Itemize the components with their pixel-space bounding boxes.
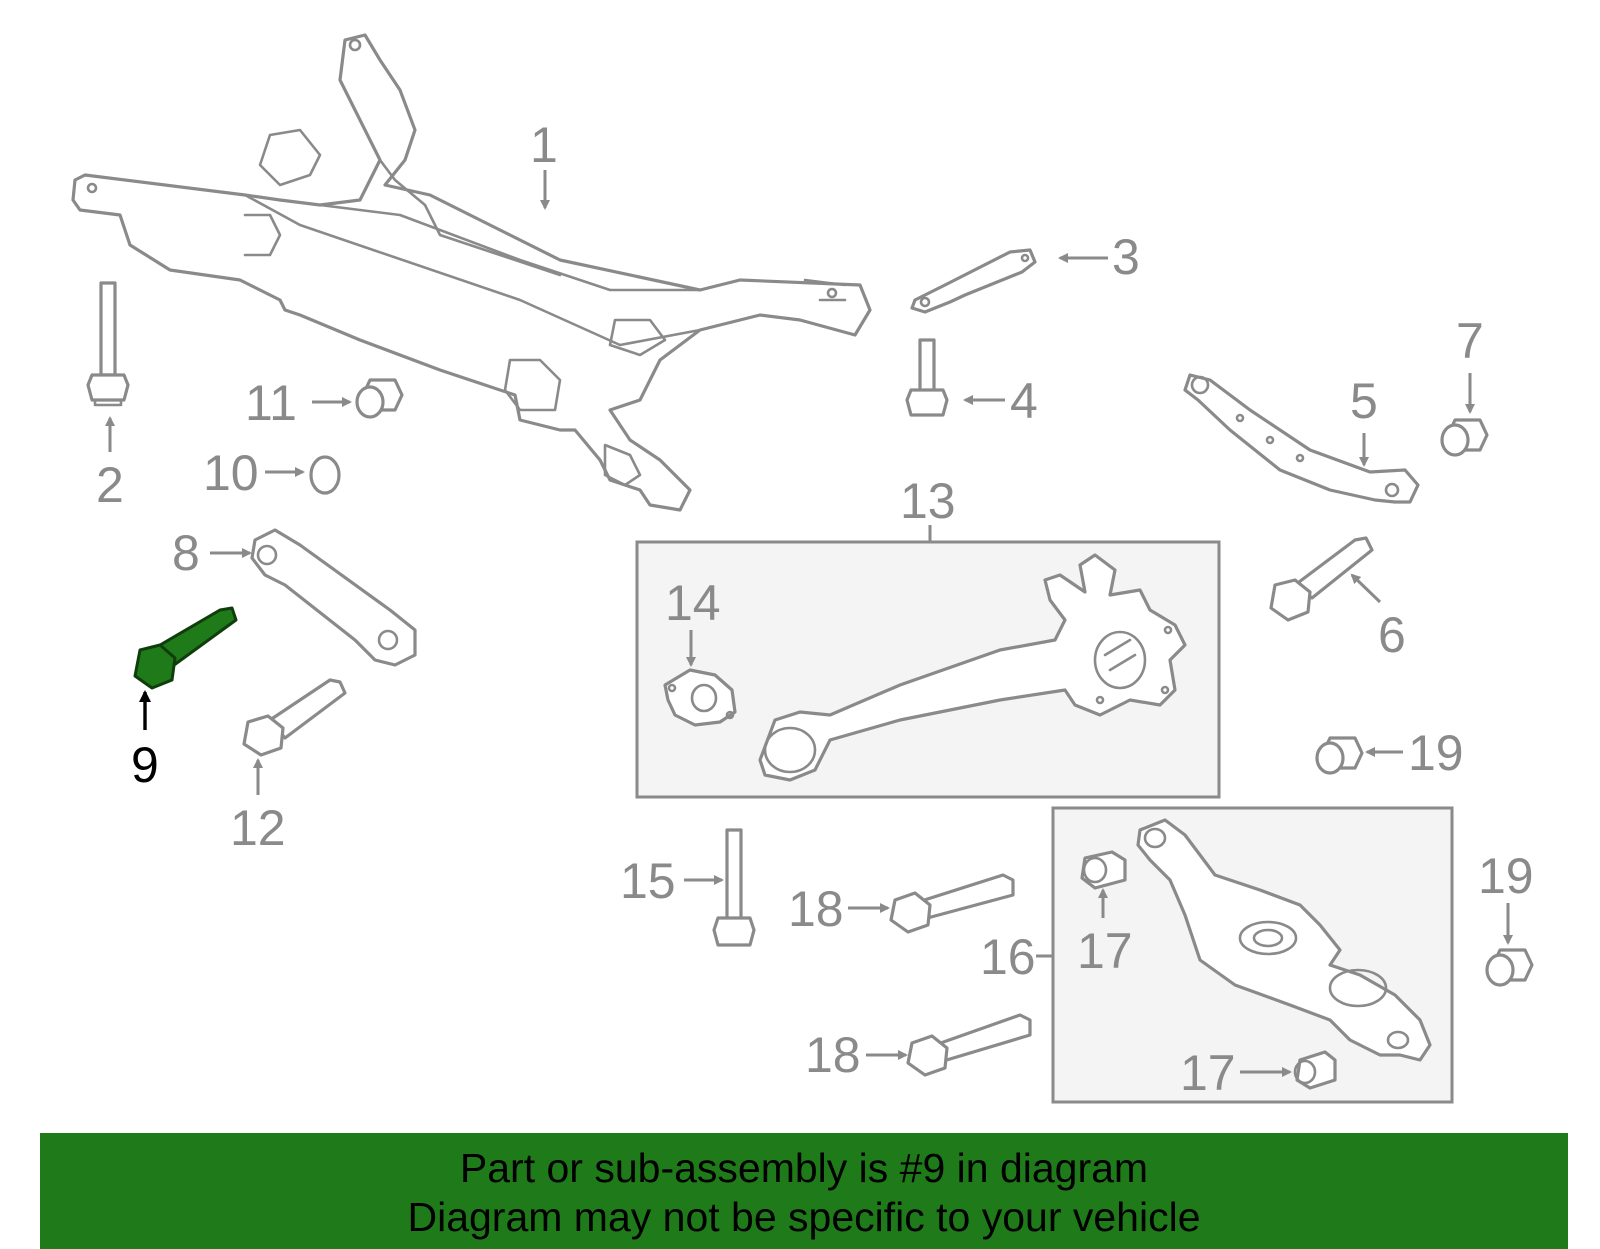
part-11-nut[interactable]	[355, 378, 404, 419]
part-7-nut[interactable]	[1440, 418, 1489, 457]
part-2-bolt[interactable]	[86, 281, 130, 407]
part-5-upper-arm[interactable]	[1183, 373, 1420, 504]
banner-line-1: Part or sub-assembly is #9 in diagram	[459, 1145, 1149, 1191]
callout-15: 15	[620, 853, 676, 909]
callout-19-upper: 19	[1408, 725, 1464, 781]
callout-12: 12	[230, 800, 286, 856]
part-8-link[interactable]	[250, 528, 417, 667]
part-6-bolt[interactable]	[1269, 536, 1374, 622]
callout-9: 9	[131, 737, 159, 793]
callout-5: 5	[1350, 373, 1378, 429]
part-4-bolt[interactable]	[905, 338, 949, 417]
callout-17-upper: 17	[1077, 923, 1133, 979]
callout-2: 2	[96, 457, 124, 513]
part-15-bolt[interactable]	[712, 828, 756, 947]
callout-7: 7	[1456, 313, 1484, 369]
info-banner: Part or sub-assembly is #9 in diagram Di…	[40, 1133, 1568, 1249]
callout-13: 13	[900, 473, 956, 529]
callout-11: 11	[245, 375, 297, 431]
part-9-bolt-highlighted[interactable]	[133, 606, 238, 690]
part-3-bracket[interactable]	[910, 248, 1037, 314]
callout-14: 14	[665, 575, 721, 631]
box-16-lower-arm-assembly[interactable]	[1051, 806, 1454, 1104]
leader-lines	[105, 170, 1513, 1077]
part-18-bolt-lower[interactable]	[906, 1013, 1032, 1077]
part-18-bolt-upper[interactable]	[889, 873, 1015, 934]
box-13-trailing-arm-assembly[interactable]	[635, 540, 1221, 799]
part-12-bolt[interactable]	[242, 678, 347, 757]
banner-line-2: Diagram may not be specific to your vehi…	[407, 1194, 1201, 1240]
part-17-bushing-upper[interactable]	[1080, 850, 1127, 890]
part-19-nut-lower[interactable]	[1485, 948, 1534, 987]
callout-8: 8	[172, 525, 200, 581]
callout-17-lower: 17	[1180, 1045, 1236, 1101]
callout-6: 6	[1378, 607, 1406, 663]
part-10-washer[interactable]	[309, 455, 341, 495]
callout-10: 10	[203, 445, 259, 501]
callout-18-upper: 18	[788, 881, 844, 937]
callout-labels: 1 2 3 4 5 6 7 8 9 10 11 12 13 14 15 16 1…	[96, 117, 1534, 1101]
callout-18-lower: 18	[805, 1027, 861, 1083]
part-14-bushing[interactable]	[663, 668, 737, 727]
part-1-crossmember[interactable]	[71, 33, 872, 512]
callout-3: 3	[1112, 229, 1140, 285]
part-19-nut-upper[interactable]	[1315, 736, 1364, 775]
part-17-bushing-lower[interactable]	[1293, 1050, 1337, 1090]
callout-1: 1	[530, 117, 558, 173]
callout-19-lower: 19	[1478, 848, 1534, 904]
callout-16: 16	[980, 929, 1036, 985]
callout-4: 4	[1010, 373, 1038, 429]
